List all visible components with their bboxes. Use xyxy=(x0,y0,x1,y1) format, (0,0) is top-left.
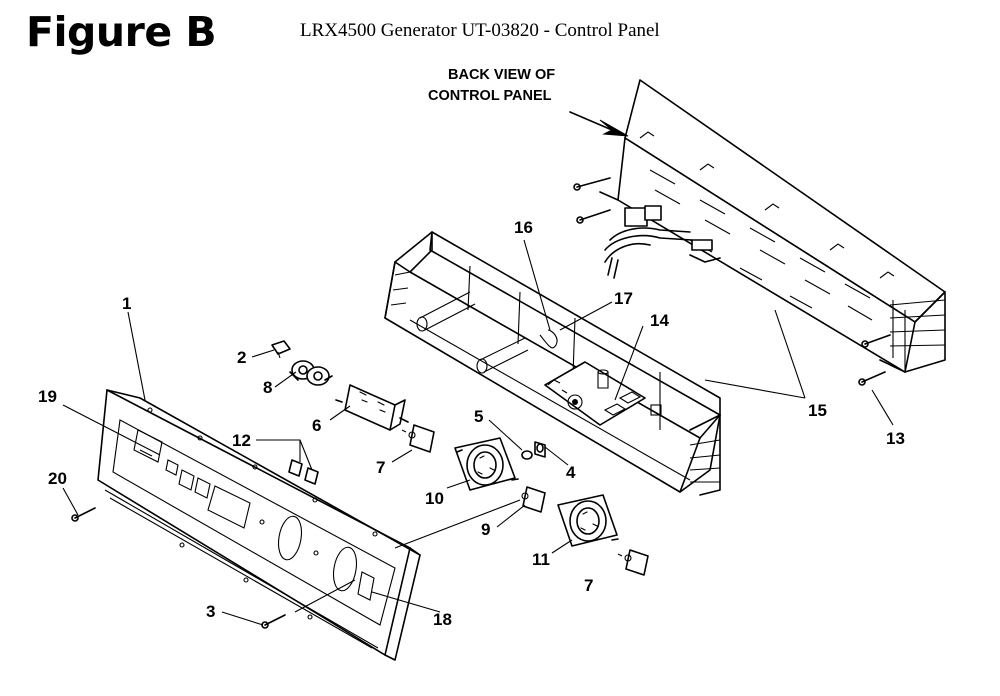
figure-label: Figure B xyxy=(26,8,217,56)
annotation-line-1: BACK VIEW OF xyxy=(448,67,555,83)
callout-numbers: 1 2 3 4 5 6 7 8 9 10 11 12 13 14 15 16 1… xyxy=(38,218,905,629)
callout-8: 8 xyxy=(263,378,272,397)
callout-3: 3 xyxy=(206,602,215,621)
annotation-line-2: CONTROL PANEL xyxy=(428,88,552,104)
callout-18: 18 xyxy=(433,610,452,629)
callout-17: 17 xyxy=(614,289,633,308)
callout-12: 12 xyxy=(232,431,251,450)
callout-19: 19 xyxy=(38,387,57,406)
front-panel xyxy=(71,389,421,661)
callout-4: 4 xyxy=(566,463,576,482)
components xyxy=(271,340,649,576)
callout-16: 16 xyxy=(514,218,533,237)
callout-14: 14 xyxy=(650,311,669,330)
callout-15: 15 xyxy=(808,401,827,420)
callout-5: 5 xyxy=(474,407,483,426)
diagram-title: LRX4500 Generator UT-03820 - Control Pan… xyxy=(300,20,660,41)
back-panel-assembly: BACK VIEW OF CONTROL PANEL xyxy=(428,67,946,386)
callout-1: 1 xyxy=(122,294,131,313)
callout-13: 13 xyxy=(886,429,905,448)
callout-7-lower: 7 xyxy=(584,576,593,595)
callout-2: 2 xyxy=(237,348,246,367)
callout-20: 20 xyxy=(48,469,67,488)
leader-lines xyxy=(62,239,894,626)
control-box-housing xyxy=(384,231,721,496)
callout-10: 10 xyxy=(425,489,444,508)
callout-6: 6 xyxy=(312,416,321,435)
callout-11: 11 xyxy=(532,550,550,569)
callout-7-upper: 7 xyxy=(376,458,385,477)
callout-9: 9 xyxy=(481,520,490,539)
